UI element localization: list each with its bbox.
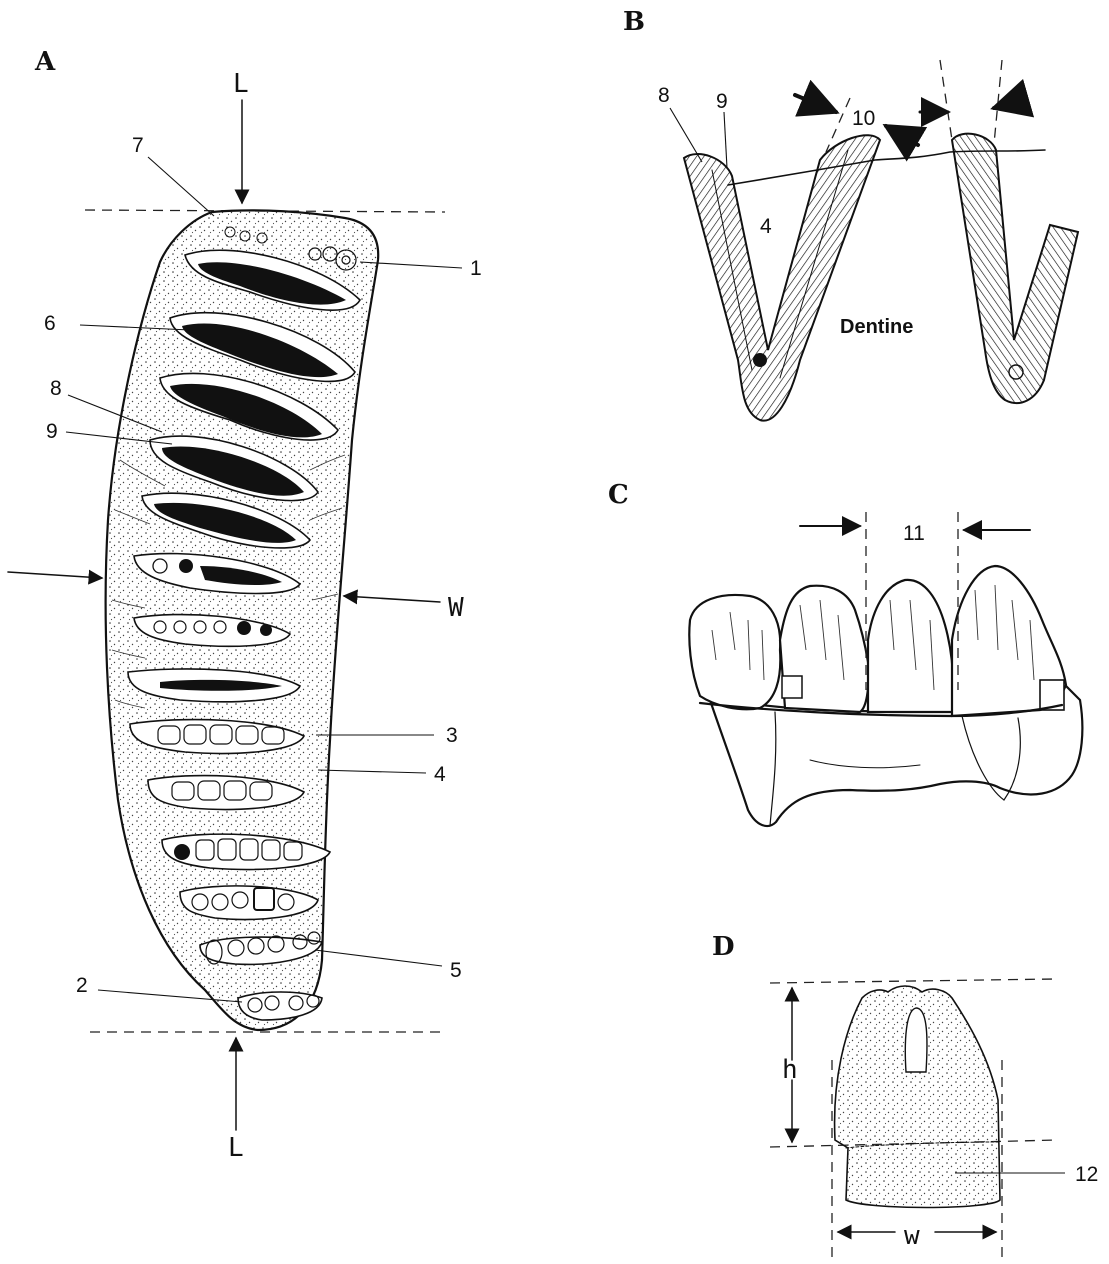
dentine-label: Dentine — [840, 316, 913, 338]
panel-a: A L L W — [8, 47, 482, 1163]
leader-7 — [148, 157, 214, 216]
label-b-9: 9 — [716, 90, 728, 113]
leader-b-8 — [670, 108, 702, 162]
width-label: W — [448, 593, 464, 623]
label-a-6: 6 — [44, 312, 56, 335]
leader-5 — [315, 950, 442, 966]
panel-a-letter: A — [34, 47, 56, 77]
label-d-12: 12 — [1075, 1163, 1098, 1186]
leader-4 — [318, 770, 426, 773]
crown-notch — [782, 676, 802, 698]
label-b-8: 8 — [658, 84, 670, 107]
width-arrow-right — [344, 596, 440, 602]
panel-c-letter: C — [608, 480, 629, 510]
plate-14 — [238, 992, 322, 1020]
label-a-9: 9 — [46, 420, 58, 443]
crown-lobe-1 — [689, 595, 780, 709]
label-a-4: 4 — [434, 763, 446, 786]
crown-lobe-3 — [868, 580, 953, 712]
label-a-5: 5 — [450, 959, 462, 982]
panel-b: B 8 9 10 4 Dentine — [623, 7, 1078, 421]
label-c-11: 11 — [903, 522, 925, 545]
panel-d-letter: D — [712, 932, 735, 962]
height-label: h — [782, 1055, 798, 1085]
enamel-plate-right — [952, 134, 1078, 403]
label-a-1: 1 — [470, 257, 482, 280]
thickness-arrow-2 — [886, 126, 918, 145]
label-a-8: 8 — [50, 377, 62, 400]
leader-b-9 — [724, 112, 727, 168]
label-b-4: 4 — [760, 215, 772, 238]
panel-b-letter: B — [623, 7, 645, 37]
label-a-3: 3 — [446, 724, 458, 747]
panel-d: D h w 12 — [712, 932, 1098, 1262]
lamella-groove — [905, 1008, 927, 1072]
label-b-10: 10 — [852, 107, 875, 130]
length-label-top: L — [233, 69, 249, 99]
label-a-7: 7 — [132, 134, 144, 157]
width-label-d: w — [904, 1221, 920, 1251]
panel-c: C 11 — [608, 480, 1082, 826]
thickness-guide-2 — [940, 60, 952, 140]
height-guide-top — [770, 979, 1055, 983]
width-arrow-left — [8, 572, 102, 578]
label-a-2: 2 — [76, 974, 88, 997]
length-label-bottom: L — [228, 1133, 244, 1163]
thickness-guide-3 — [994, 60, 1002, 144]
v-apex-left — [753, 353, 767, 367]
thickness-arrow-1 — [795, 95, 836, 112]
